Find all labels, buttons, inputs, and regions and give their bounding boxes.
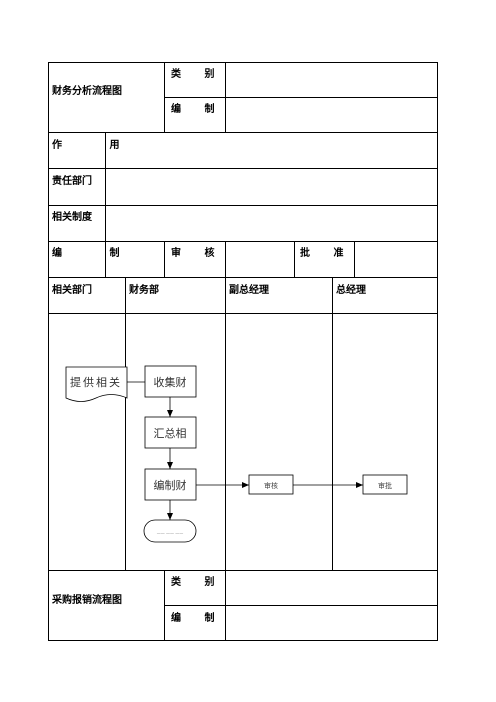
lane-header-related: 相关部门 — [52, 285, 92, 296]
gm-box-text: 审批 — [378, 481, 392, 490]
category-label: 类 别 — [171, 69, 225, 80]
sign-approve-label: 批 准 — [300, 248, 354, 259]
lane-header-vp: 副总经理 — [229, 285, 269, 296]
step-2-text: 汇总相 — [154, 426, 187, 440]
sign-review-label: 审 核 — [171, 248, 225, 259]
process-step-3: 编制财 — [144, 468, 197, 501]
vp-box-text: 审核 — [264, 481, 278, 490]
form2-title: 采购报销流程图 — [52, 595, 122, 606]
step-3-text: 编制财 — [154, 478, 187, 492]
document-shape: 提供相关 — [65, 366, 128, 402]
form-title: 财务分析流程图 — [52, 86, 122, 97]
prepare-label: 编 制 — [171, 104, 225, 115]
process-step-1: 收集财 — [144, 365, 197, 398]
form2-category-label: 类 别 — [171, 577, 225, 588]
policy-label: 相关制度 — [52, 212, 92, 223]
document-text: 提供相关 — [70, 375, 122, 389]
form2-prepare-label: 编 制 — [171, 613, 225, 624]
gm-approve-box: 审批 — [362, 474, 408, 495]
process-step-2: 汇总相 — [144, 416, 197, 449]
terminator-shape: —— —— —— — [143, 519, 197, 543]
dept-label: 责任部门 — [52, 176, 92, 187]
lane-header-gm: 总经理 — [336, 285, 366, 296]
terminator-text: —— —— —— — [157, 530, 184, 535]
step-1-text: 收集财 — [154, 375, 187, 389]
lane-header-finance: 财务部 — [129, 285, 159, 296]
vp-review-box: 审核 — [248, 474, 294, 495]
sign-prepare-label: 编 制 — [52, 248, 142, 259]
purpose-label: 作 用 — [52, 140, 142, 151]
